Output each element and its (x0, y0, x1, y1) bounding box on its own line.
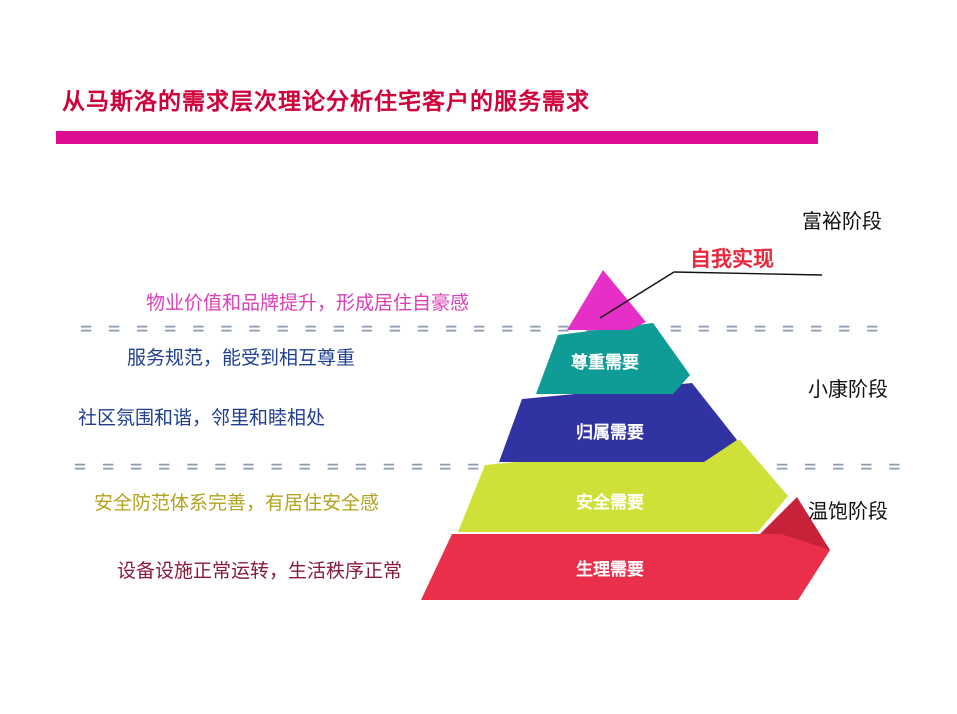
stage-wealthy: 富裕阶段 (802, 205, 882, 234)
note-physiological: 设备设施正常运转，生活秩序正常 (117, 556, 402, 583)
self-actualization-label: 自我实现 (690, 243, 774, 273)
note-self-actualization: 物业价值和品牌提升，形成居住自豪感 (146, 288, 469, 315)
tier-self-actualization-shape (567, 270, 646, 330)
tier-belonging: 归属需要 (499, 383, 737, 462)
tier-physiological-label: 生理需要 (576, 559, 644, 580)
tier-safety-label: 安全需要 (576, 492, 644, 513)
tier-esteem-label: 尊重需要 (571, 352, 639, 373)
tier-self-actualization (567, 270, 646, 330)
tier-belonging-label: 归属需要 (576, 422, 644, 443)
note-belonging: 社区氛围和谐，邻里和睦相处 (78, 403, 325, 430)
stage-moderate: 小康阶段 (808, 373, 888, 402)
note-esteem: 服务规范，能受到相互尊重 (127, 343, 355, 370)
stage-subsistence: 温饱阶段 (808, 495, 888, 524)
note-safety: 安全防范体系完善，有居住安全感 (94, 488, 379, 515)
tier-esteem: 尊重需要 (536, 323, 690, 394)
